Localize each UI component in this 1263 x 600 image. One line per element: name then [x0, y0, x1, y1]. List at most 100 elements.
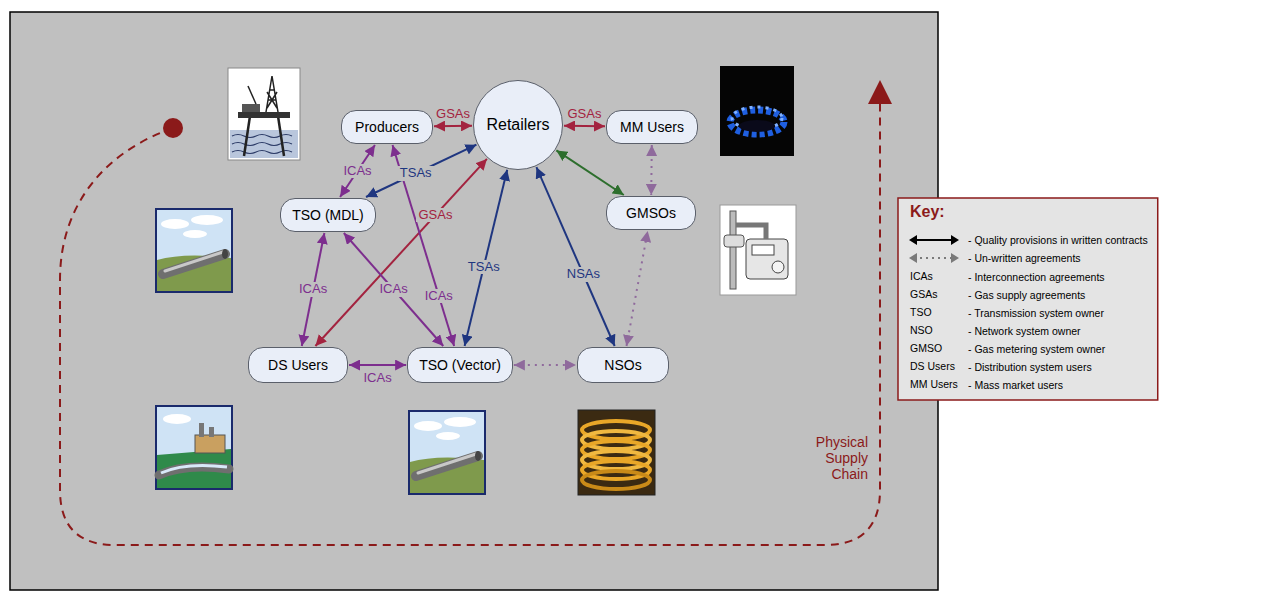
- legend-sample: [914, 239, 954, 241]
- edge-label: ICAs: [297, 282, 329, 296]
- legend-sample: [908, 233, 960, 247]
- agreement-arrow: [465, 170, 508, 346]
- oil-rig-icon: [230, 130, 298, 158]
- party-box: TSO (MDL): [280, 198, 376, 232]
- edge-label: ICAs: [361, 371, 393, 385]
- agreement-arrow: [536, 167, 614, 346]
- legend-abbreviation: TSO: [910, 306, 932, 318]
- edge-label: GSAs: [416, 208, 454, 222]
- node-text: GMSOs: [626, 205, 676, 221]
- supply-chain-path: [60, 80, 892, 545]
- edge-label: TSAs: [398, 166, 434, 180]
- legend-sample: [908, 251, 960, 265]
- pipeline-icon: [156, 209, 232, 292]
- unwritten-agreement-arrow: [650, 145, 653, 195]
- party-box: NSOs: [577, 347, 669, 383]
- agreement-arrow: [340, 145, 375, 197]
- legend-sample: [909, 253, 959, 263]
- gas-flame-icon: [720, 66, 794, 156]
- edge-label: NSAs: [565, 267, 602, 281]
- industrial-site-icon: [199, 423, 204, 437]
- gas-meter-icon: [724, 235, 744, 247]
- oil-rig-icon: [244, 116, 250, 156]
- legend-title: Key:: [910, 203, 945, 221]
- agreement-arrow: [393, 145, 455, 346]
- oil-rig-icon: [228, 68, 300, 160]
- legend-sample: [909, 235, 959, 245]
- legend-text: - Mass market users: [968, 378, 1063, 392]
- legend-text: - Transmission system owner: [968, 306, 1104, 320]
- legend-text: - Un-written agreements: [968, 251, 1081, 265]
- gas-flame-icon: [720, 66, 794, 156]
- agreement-arrow: [564, 125, 605, 128]
- legend-abbreviation: GSAs: [910, 288, 937, 300]
- oil-rig-icon: [238, 112, 290, 118]
- supply-chain-path: [163, 118, 183, 138]
- legend-text: - Interconnection agreements: [968, 270, 1105, 284]
- supply-chain-label: Physical Supply Chain: [790, 434, 868, 482]
- node-text: TSO (MDL): [292, 207, 364, 223]
- legend-text: - Quality provisions in written contract…: [968, 233, 1148, 247]
- gas-flame-icon: [739, 120, 775, 132]
- background-panel: [10, 12, 938, 590]
- industrial-site-icon: [209, 427, 214, 437]
- supply-chain-path: [868, 80, 892, 104]
- edge-label: ICAs: [377, 282, 409, 296]
- agreement-arrow: [315, 159, 487, 346]
- party-box: TSO (Vector): [407, 347, 513, 383]
- node-text: DS Users: [268, 357, 328, 373]
- agreement-arrow: [349, 364, 406, 366]
- oil-rig-icon: [248, 86, 256, 104]
- legend-abbreviation: ICAs: [910, 270, 933, 282]
- party-box: Producers: [341, 110, 433, 144]
- legend-abbreviation: DS Users: [910, 360, 955, 372]
- party-box: GMSOs: [606, 196, 696, 230]
- edge-label: TSAs: [466, 260, 502, 274]
- party-box: DS Users: [248, 347, 348, 383]
- node-text: Retailers: [486, 116, 549, 134]
- oil-rig-icon: [266, 76, 278, 112]
- legend-text: - Gas supply agreements: [968, 288, 1085, 302]
- node-text: MM Users: [620, 119, 684, 135]
- coiled-pipe-icon: [578, 410, 655, 495]
- coiled-pipe-icon: [582, 471, 650, 489]
- industrial-site-icon: [156, 406, 232, 489]
- industrial-site-icon: [161, 465, 227, 473]
- edge-label: GSAs: [566, 107, 604, 121]
- coiled-pipe-icon: [578, 410, 655, 495]
- gas-meter-icon: [720, 205, 796, 295]
- legend-sample: [914, 257, 954, 259]
- industrial-site-icon: [156, 406, 232, 489]
- agreement-arrow: [434, 125, 472, 128]
- legend-text: - Network system owner: [968, 324, 1081, 338]
- gas-meter-icon: [772, 261, 784, 273]
- gas-meter-icon: [736, 225, 766, 239]
- legend-abbreviation: GMSO: [910, 342, 942, 354]
- retailer-circle: Retailers: [473, 80, 563, 170]
- legend-text: - Gas metering system owner: [968, 342, 1105, 356]
- unwritten-agreement-arrow: [627, 231, 648, 346]
- node-text: TSO (Vector): [419, 357, 501, 373]
- node-text: Producers: [355, 119, 419, 135]
- industrial-site-icon: [157, 449, 231, 488]
- legend-text: - Distribution system users: [968, 360, 1092, 374]
- agreement-arrow: [556, 150, 623, 195]
- oil-rig-icon: [242, 104, 260, 112]
- unwritten-agreement-arrow: [514, 364, 576, 366]
- gas-meter-icon: [752, 245, 774, 255]
- gas-meter-icon: [720, 205, 796, 295]
- legend-abbreviation: MM Users: [910, 378, 958, 390]
- edge-label: ICAs: [341, 164, 373, 178]
- oil-rig-icon: [228, 68, 300, 160]
- gas-flame-icon: [730, 110, 784, 134]
- party-box: MM Users: [606, 110, 698, 144]
- edge-label: GSAs: [434, 107, 472, 121]
- gas-meter-icon: [746, 239, 788, 279]
- edge-label: ICAs: [423, 289, 455, 303]
- pipeline-icon: [409, 411, 485, 494]
- supply-chain-path: [60, 102, 880, 545]
- industrial-site-icon: [163, 414, 191, 424]
- industrial-site-icon: [195, 435, 225, 453]
- gas-meter-icon: [730, 211, 736, 289]
